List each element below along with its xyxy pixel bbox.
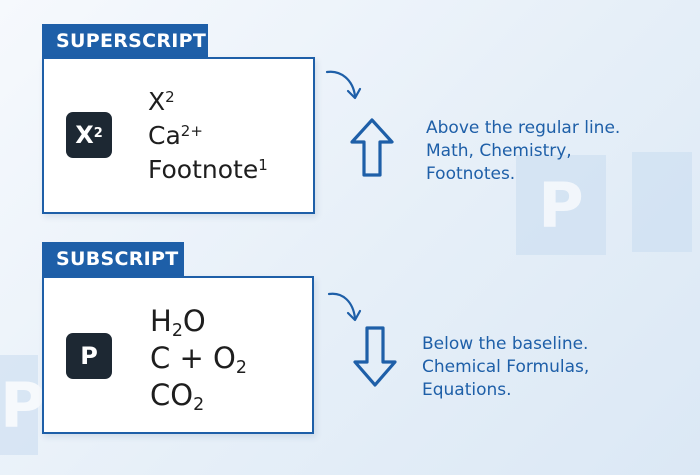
subscript-badge: P <box>66 333 112 379</box>
subscript-example: C + O2 <box>150 341 247 379</box>
subscript-label: SUBSCRIPT <box>42 242 184 276</box>
curved-arrow-icon <box>325 70 362 100</box>
subscript-label-text: SUBSCRIPT <box>56 248 179 270</box>
decorative-letter: P <box>538 168 584 242</box>
superscript-example: Footnote1 <box>148 155 268 184</box>
subscript-example: H2O <box>150 304 206 342</box>
decorative-p-block-right: P <box>516 155 606 255</box>
subscript-examples: H2O C + O2 CO2 <box>150 303 247 414</box>
superscript-description: Above the regular line. Math, Chemistry,… <box>426 118 621 184</box>
subscript-description: Below the baseline. Chemical Formulas, E… <box>422 334 590 400</box>
superscript-label-text: SUPERSCRIPT <box>56 29 207 52</box>
decorative-letter: P <box>0 368 46 442</box>
curved-arrow-icon <box>327 292 362 322</box>
superscript-label: SUPERSCRIPT <box>42 24 208 57</box>
subscript-example: CO2 <box>150 378 205 416</box>
down-arrow-icon <box>353 326 397 387</box>
decorative-p-block-left: P <box>0 355 45 455</box>
superscript-example: Ca2+ <box>148 121 203 150</box>
subscript-card: P H2O C + O2 CO2 <box>42 276 314 434</box>
up-arrow-icon <box>350 118 394 177</box>
superscript-examples: X2 Ca2+ Footnote1 <box>148 85 268 187</box>
decorative-block-far-right <box>632 152 692 252</box>
superscript-example: X2 <box>148 87 175 116</box>
